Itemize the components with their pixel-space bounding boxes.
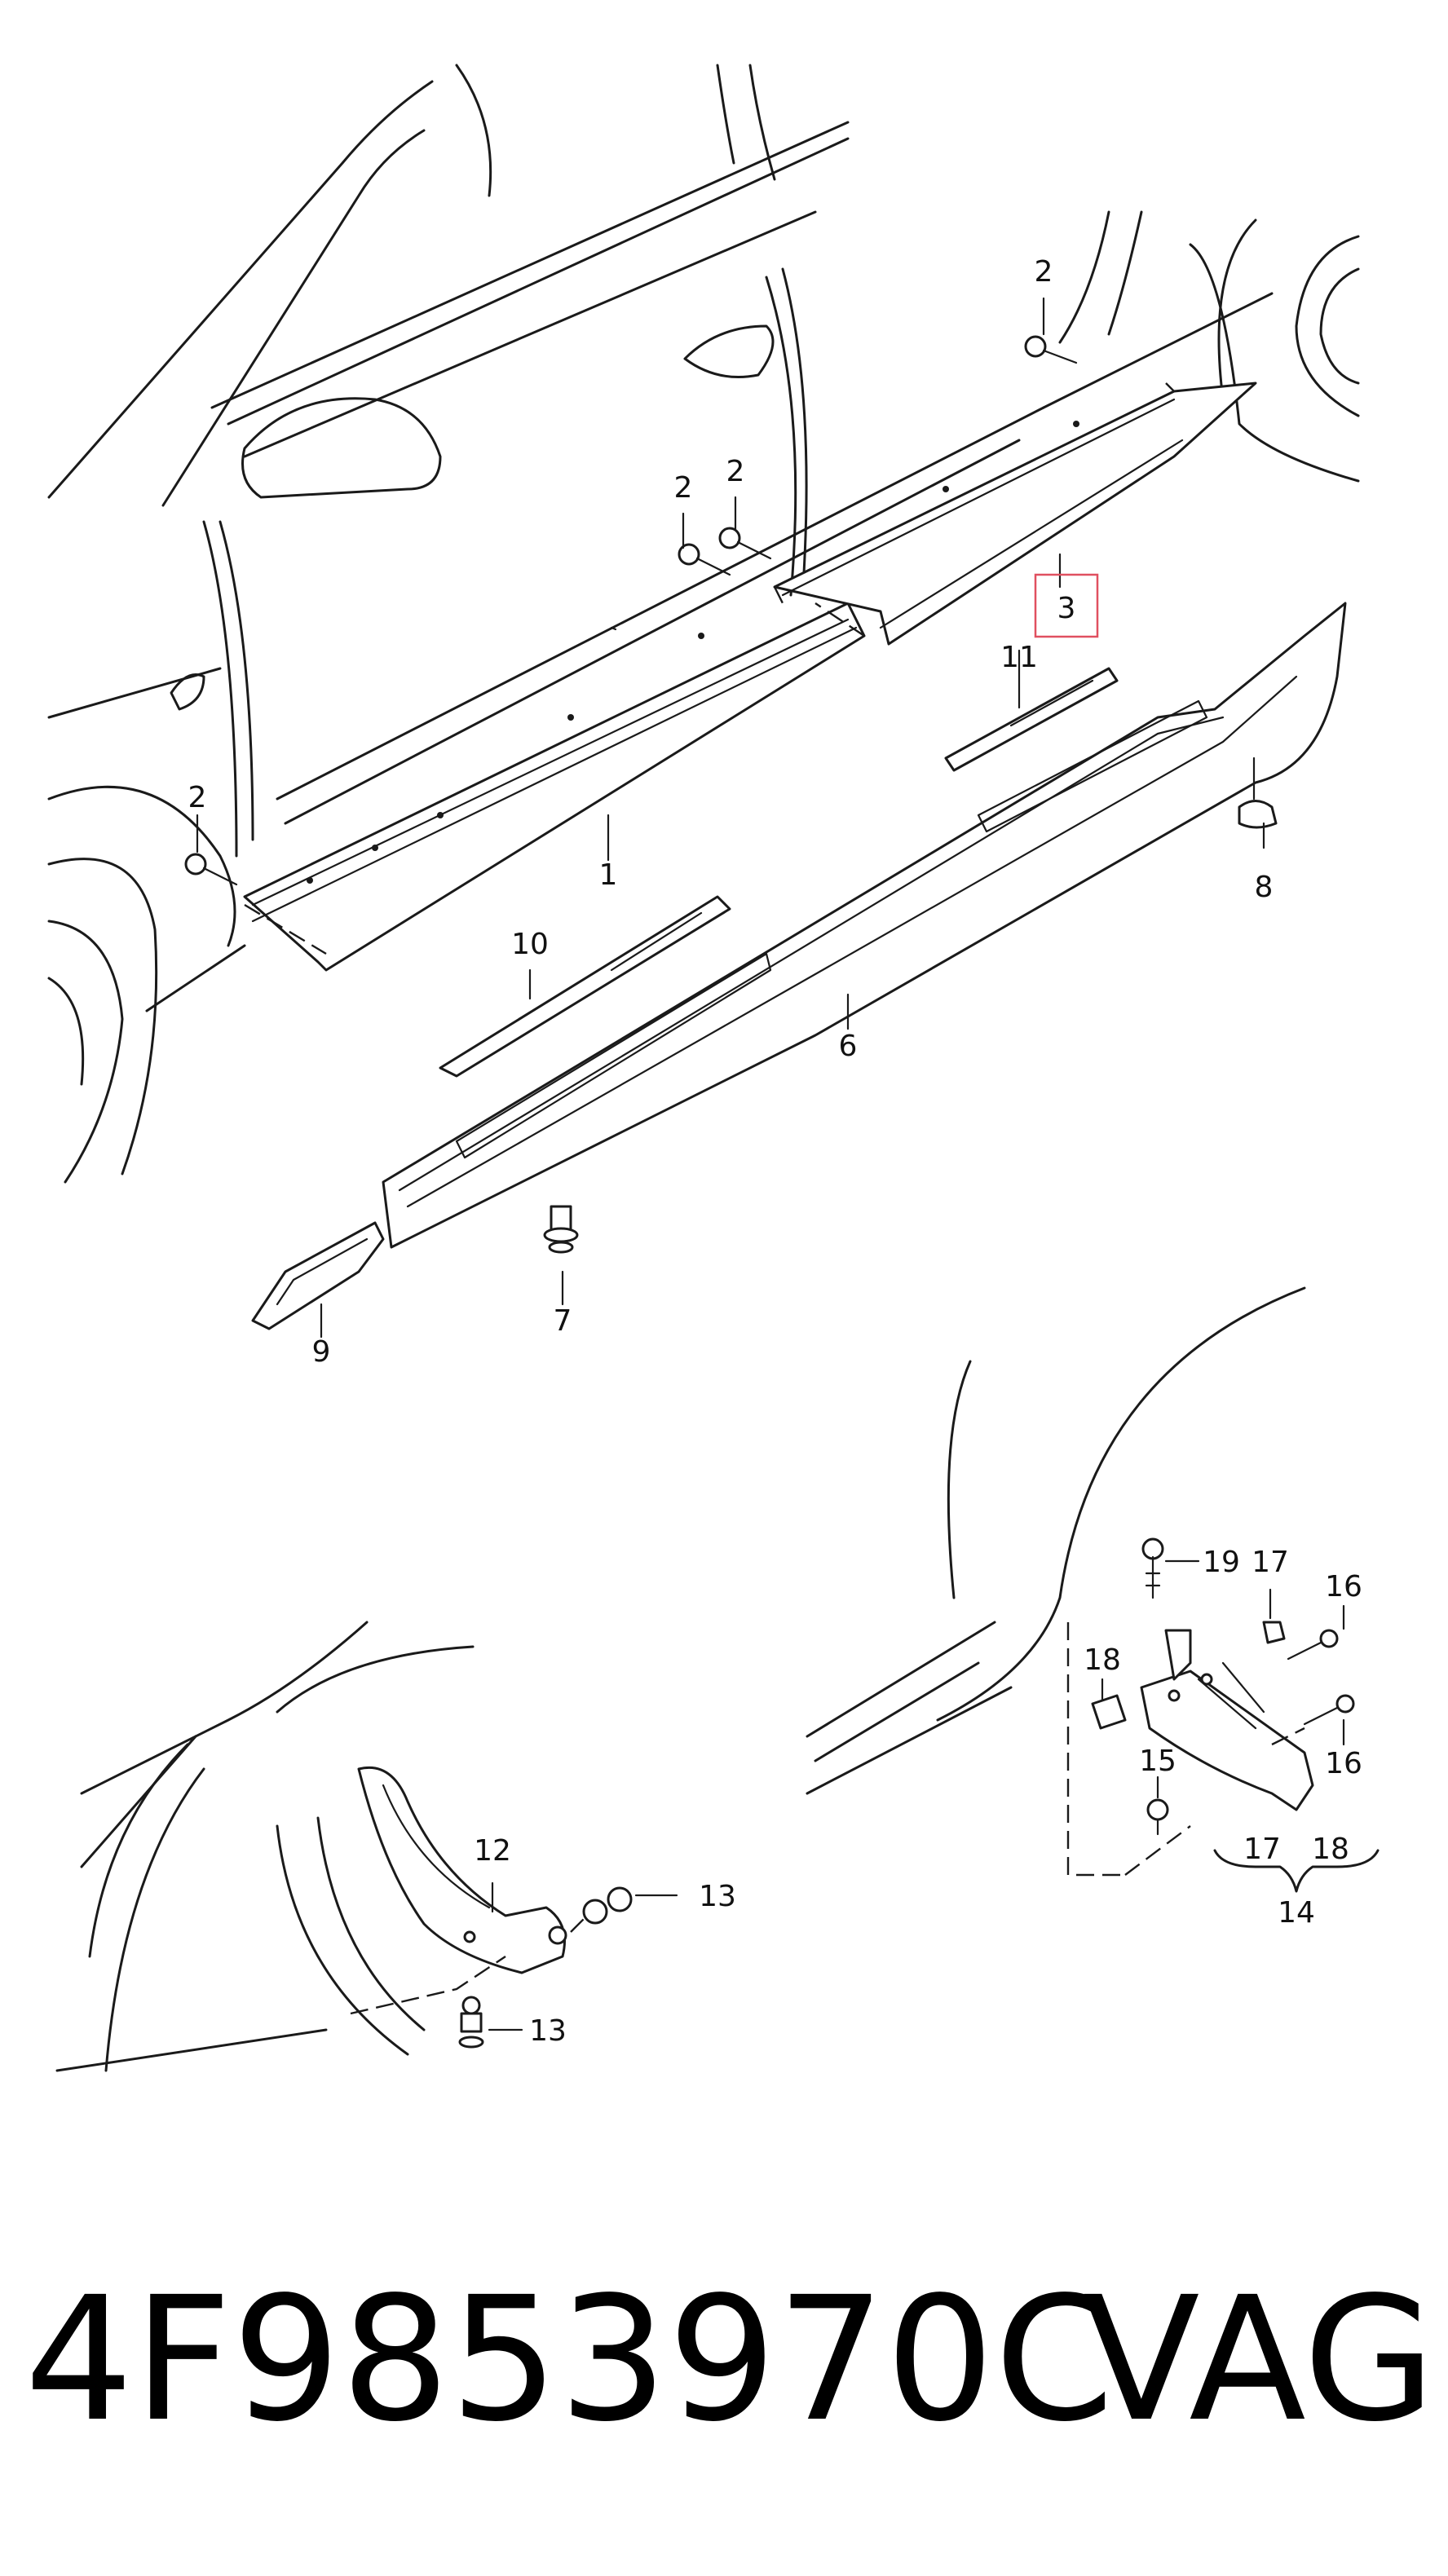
callout-8: 8 [1255,871,1274,904]
nut-13-icon [458,1881,678,2049]
callout-17: 17 [1243,1833,1281,1866]
callout-14: 14 [1278,1896,1315,1930]
leader-lines [196,297,1265,1339]
callout-9: 9 [312,1335,331,1369]
sill-molding-front [243,602,866,972]
grommet-8-icon [1238,800,1278,829]
clip-7-icon [543,1205,579,1254]
trim-strip-11 [944,667,1119,772]
callout-18: 18 [1312,1833,1349,1866]
callout-10: 10 [511,928,549,961]
callout-1: 1 [599,858,618,892]
callout-7: 7 [554,1304,572,1338]
callout-3[interactable]: 3 [1057,592,1076,625]
callout-2: 2 [674,471,693,505]
callout-12: 12 [474,1834,511,1868]
highlight-box [1034,573,1099,638]
callout-18: 18 [1084,1643,1121,1677]
fastener-group-14 [1091,1537,1380,1893]
rear-mudflap-view [806,1286,1314,1877]
side-skirt [382,602,1347,1249]
callout-13: 13 [529,2014,567,2048]
callout-2: 2 [726,455,745,488]
callout-11: 11 [1000,641,1038,674]
front-fender-liner-view [55,1621,588,2072]
brand-label: VAG [1083,2260,1436,2459]
callout-13: 13 [699,1880,736,1913]
callout-16: 16 [1325,1747,1362,1780]
car-body-outline [47,64,1360,1184]
callout-2: 2 [188,781,207,814]
callout-6: 6 [839,1030,858,1063]
callout-17: 17 [1252,1546,1289,1579]
trim-strip-10 [439,895,731,1078]
trim-end-9 [251,1221,385,1330]
screw-icon [184,335,1078,886]
callout-15: 15 [1139,1745,1176,1778]
assembly-line [244,382,1175,955]
callout-2: 2 [1035,255,1053,289]
callout-16: 16 [1325,1570,1362,1603]
callout-19: 19 [1203,1546,1240,1579]
part-number: 4F9853970C [24,2260,1115,2459]
